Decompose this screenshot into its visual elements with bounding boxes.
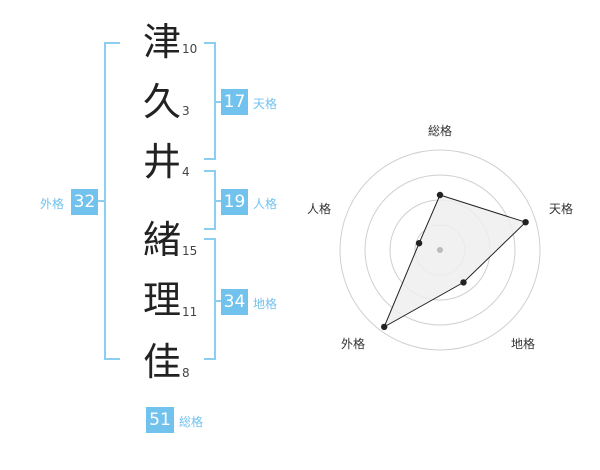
tenkaku-value-badge: 17 (221, 89, 248, 115)
gaikaku-bracket (104, 42, 120, 360)
jinkaku-value-badge: 19 (221, 189, 248, 215)
radar-axis-label-jinkaku: 人格 (307, 202, 332, 216)
soukaku-value-badge: 51 (146, 407, 174, 433)
chikaku-bracket (204, 238, 216, 360)
chikaku-value-badge: 34 (221, 289, 248, 315)
radar-axis-label-tenkaku: 天格 (549, 202, 574, 216)
radar-center-dot (437, 247, 443, 253)
stroke-count-1: 10 (182, 42, 198, 56)
kanji-4: 緒 (142, 218, 181, 262)
chikaku-label: 地格 (253, 297, 278, 311)
radar-axis-label-soukaku: 総格 (428, 124, 453, 138)
radar-ring (339, 149, 541, 351)
jinkaku-label: 人格 (253, 197, 278, 211)
radar-series-polygon (383, 194, 527, 329)
radar-point-4 (381, 323, 388, 331)
gaikaku-bracket-hook (98, 200, 106, 202)
stroke-count-3: 4 (182, 165, 190, 179)
chikaku-bracket-hook (214, 300, 222, 302)
stroke-count-4: 15 (182, 244, 198, 258)
gaikaku-value-badge: 32 (71, 189, 98, 215)
tenkaku-bracket-hook (214, 101, 222, 103)
soukaku-label: 総格 (179, 415, 204, 429)
jinkaku-bracket-hook (214, 200, 222, 202)
radar-ring (364, 174, 516, 326)
kanji-6: 佳 (142, 340, 181, 384)
radar-point-3 (460, 279, 467, 286)
kanji-2: 久 (142, 80, 181, 124)
radar-point-5 (415, 240, 423, 247)
kanji-1: 津 (142, 20, 181, 64)
fortune-radar-chart (339, 149, 541, 351)
stroke-count-6: 8 (182, 366, 190, 380)
radar-axis-label-chikaku: 地格 (511, 337, 536, 351)
radar-point-2 (522, 219, 529, 226)
kanji-3: 井 (142, 140, 181, 184)
tenkaku-label: 天格 (253, 97, 278, 111)
radar-axis-label-gaikaku: 外格 (341, 337, 366, 351)
kanji-5: 理 (142, 278, 181, 322)
stroke-count-2: 3 (182, 104, 190, 118)
radar-point-1 (436, 191, 444, 199)
stroke-count-5: 11 (182, 305, 198, 319)
gaikaku-label: 外格 (40, 197, 65, 211)
